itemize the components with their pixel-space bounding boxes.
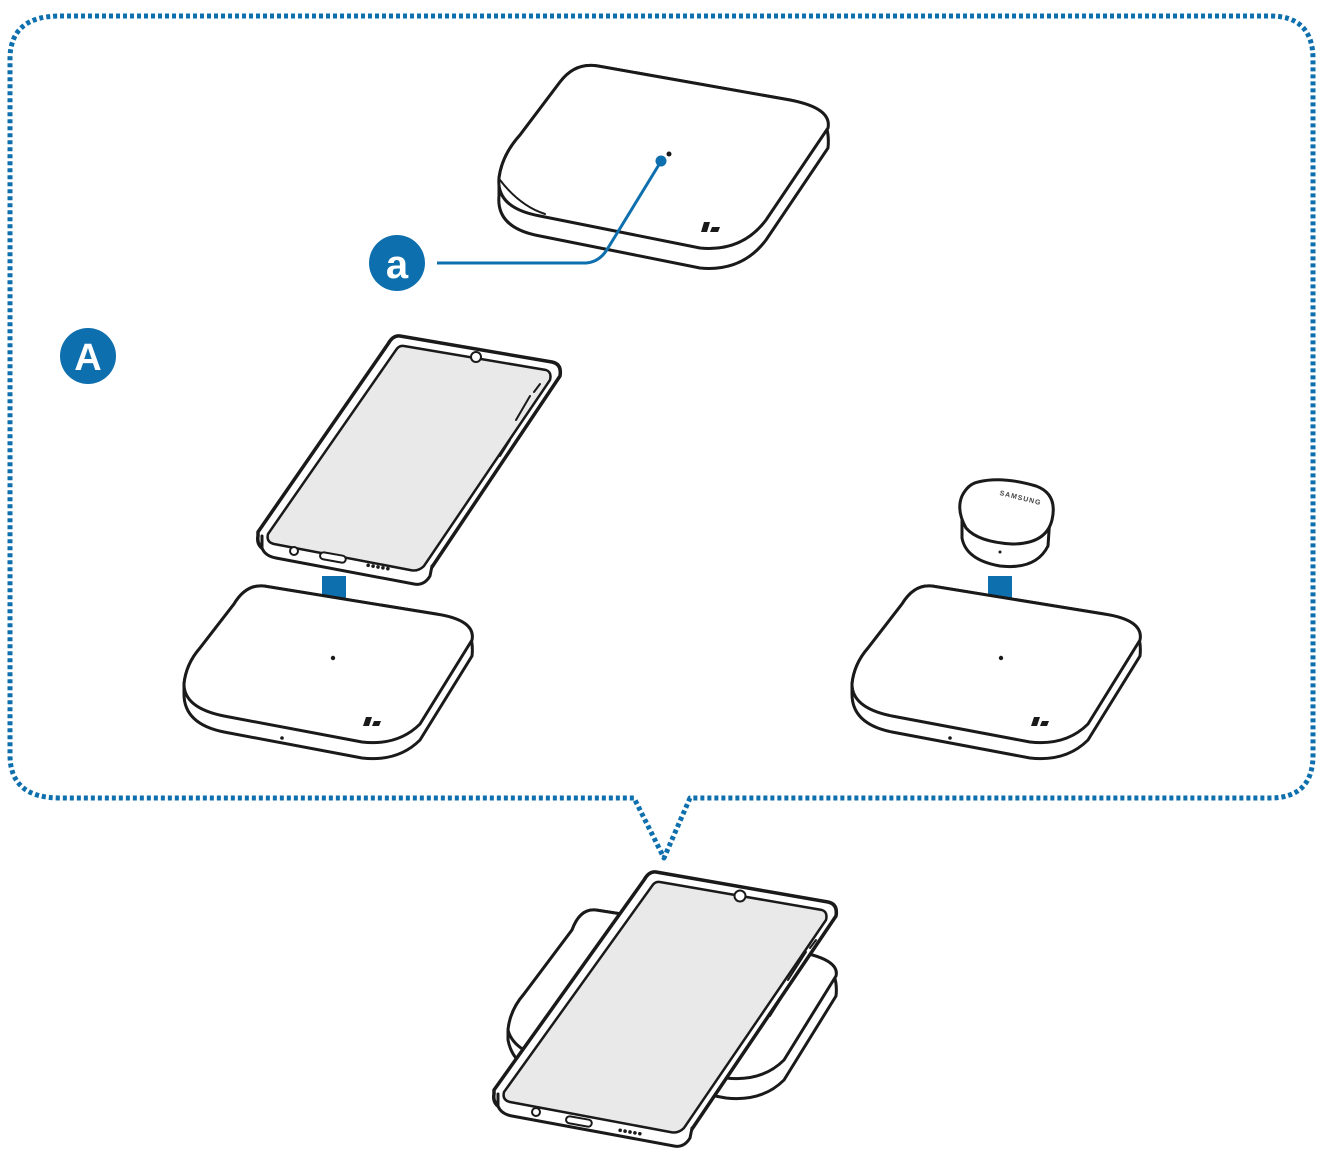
samsung-logo-mark — [701, 222, 720, 232]
charger-pad-right — [850, 584, 1142, 761]
dotted-callout-border — [7, 13, 1316, 861]
callout-a-badge: a — [369, 235, 425, 291]
callout-a-leader — [437, 155, 667, 265]
callout-a-text: a — [386, 243, 409, 287]
group-a-text: A — [74, 337, 101, 379]
smartphone-bottom — [492, 870, 839, 1148]
indicator-light-dot — [666, 151, 672, 157]
smartphone-left — [256, 334, 563, 586]
charger-pad-top — [497, 63, 830, 270]
earbuds-case: SAMSUNG — [958, 478, 1055, 569]
charger-pad-left — [182, 584, 474, 761]
group-a-badge: A — [60, 328, 116, 384]
